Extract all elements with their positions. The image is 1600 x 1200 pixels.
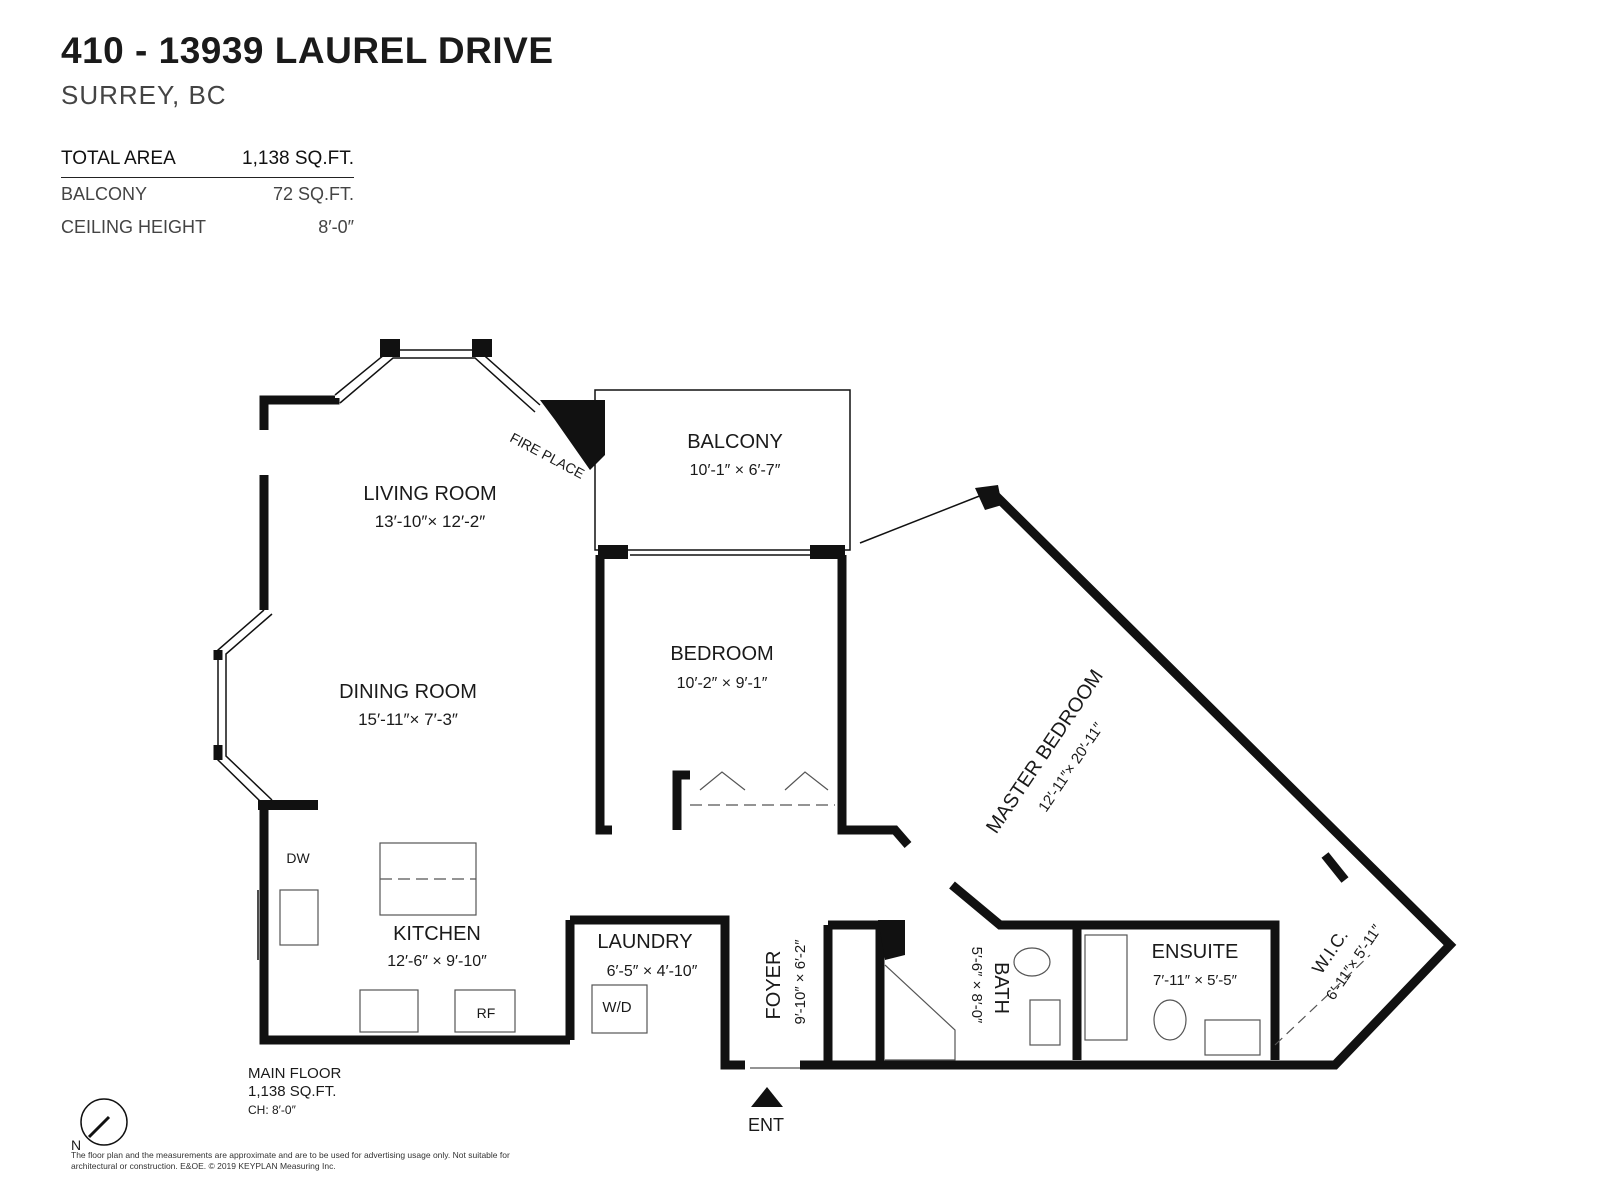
stat-value: 8′-0″ bbox=[318, 217, 354, 237]
closet-wall bbox=[672, 770, 690, 830]
compass-icon bbox=[80, 1098, 128, 1146]
washer-dryer-label: W/D bbox=[602, 999, 631, 1016]
ensuite-dims: 7′-11″ × 5′-5″ bbox=[1153, 972, 1238, 989]
fridge bbox=[454, 989, 516, 1033]
kitchen-dims: 12′-6″ × 9′-10″ bbox=[387, 953, 487, 970]
bedroom-dims: 10′-2″ × 9′-1″ bbox=[677, 675, 768, 692]
kitchen-west-wall bbox=[259, 800, 570, 1045]
sink bbox=[279, 889, 319, 946]
stat-label: TOTAL AREA bbox=[61, 147, 176, 169]
bath-name: BATH bbox=[990, 962, 1012, 1014]
closet-doors-2 bbox=[784, 771, 829, 791]
ensuite-name: ENSUITE bbox=[1152, 941, 1239, 963]
floor-summary: MAIN FLOOR 1,138 SQ.FT. CH: 8′-0″ bbox=[248, 1065, 341, 1119]
balcony-area-row: BALCONY 72 SQ.FT. bbox=[61, 178, 354, 211]
floor-name: MAIN FLOOR bbox=[248, 1065, 342, 1082]
living-west-wall bbox=[259, 395, 340, 430]
room-labels: LIVING ROOM 13′-10″× 12′-2″ DINING ROOM … bbox=[286, 429, 1386, 1024]
dining-window-west bbox=[217, 609, 265, 806]
foyer-wall bbox=[828, 920, 885, 1065]
bath-wall bbox=[949, 881, 1280, 1060]
bath-vanity bbox=[1029, 999, 1061, 1046]
ceiling-height-row: CEILING HEIGHT 8′-0″ bbox=[61, 211, 354, 244]
compass-north-label: N bbox=[71, 1137, 82, 1153]
ensuite-vanity bbox=[1204, 1019, 1261, 1056]
kitchen-name: KITCHEN bbox=[393, 923, 481, 945]
foyer-name: FOYER bbox=[763, 951, 785, 1020]
stat-label: BALCONY bbox=[61, 184, 148, 204]
living-room-name: LIVING ROOM bbox=[363, 483, 496, 505]
bath-corner bbox=[878, 920, 905, 960]
property-address: 410 - 13939 LAUREL DRIVE bbox=[61, 30, 554, 71]
laundry-dims: 6′-5″ × 4′-10″ bbox=[607, 963, 698, 980]
foyer-stairs bbox=[884, 964, 956, 1061]
balcony-name: BALCONY bbox=[687, 431, 783, 453]
floor-area: 1,138 SQ.FT. bbox=[248, 1083, 337, 1100]
dining-room-dims: 15′-11″× 7′-3″ bbox=[358, 710, 458, 729]
bathtub bbox=[1084, 934, 1128, 1041]
bath-dims: 5′-6″ × 8′-0″ bbox=[968, 947, 985, 1024]
south-wall bbox=[800, 486, 1457, 1070]
floor-ceiling: CH: 8′-0″ bbox=[248, 1103, 296, 1117]
master-window bbox=[859, 494, 983, 544]
entrance-arrow-icon bbox=[751, 1087, 783, 1107]
total-area-row: TOTAL AREA 1,138 SQ.FT. bbox=[61, 142, 354, 178]
property-city: SURREY, BC bbox=[61, 80, 227, 110]
bay-corner-2 bbox=[472, 339, 492, 357]
disclaimer: The floor plan and the measurements are … bbox=[71, 1150, 510, 1171]
living-window-nw-inner bbox=[339, 357, 536, 413]
wic-dash bbox=[1274, 954, 1371, 1046]
wic-wall bbox=[1321, 852, 1349, 883]
toilet-ensuite bbox=[1153, 999, 1187, 1041]
laundry-name: LAUNDRY bbox=[597, 931, 692, 953]
bedroom-west-wall bbox=[595, 555, 612, 835]
dining-room-name: DINING ROOM bbox=[339, 681, 477, 703]
bedroom-name: BEDROOM bbox=[670, 643, 773, 665]
walls bbox=[213, 395, 1457, 1070]
fireplace-block bbox=[540, 400, 605, 470]
bedroom-corner bbox=[598, 545, 628, 559]
master-corner bbox=[975, 485, 1002, 510]
stat-value: 1,138 SQ.FT. bbox=[242, 147, 354, 169]
entrance-label: ENT bbox=[748, 1115, 784, 1135]
bay-corner bbox=[380, 339, 400, 357]
window-walls bbox=[217, 349, 983, 960]
balcony-dims: 10′-1″ × 6′-7″ bbox=[690, 462, 781, 479]
fridge-label: RF bbox=[477, 1005, 496, 1021]
kitchen-corner bbox=[258, 800, 318, 810]
dishwasher-label: DW bbox=[286, 850, 310, 866]
foyer-dims: 9′-10″ × 6′-2″ bbox=[792, 939, 809, 1025]
stat-value: 72 SQ.FT. bbox=[272, 184, 354, 204]
living-window-nw bbox=[334, 349, 541, 406]
bedroom-east-wall bbox=[837, 555, 912, 848]
toilet-bath bbox=[1013, 947, 1051, 977]
fixtures bbox=[279, 771, 1371, 1069]
closet-doors bbox=[699, 771, 746, 791]
bedroom-corner-2 bbox=[810, 545, 845, 559]
living-room-dims: 13′-10″× 12′-2″ bbox=[375, 512, 486, 531]
stat-label: CEILING HEIGHT bbox=[61, 217, 207, 237]
balcony-outline bbox=[594, 389, 851, 551]
stove bbox=[359, 989, 419, 1033]
wall-blocks bbox=[258, 339, 1002, 960]
dining-window-west-inner bbox=[225, 613, 273, 801]
washer-dryer bbox=[591, 984, 648, 1034]
laundry-wall bbox=[570, 915, 745, 1070]
area-summary-table: TOTAL AREA 1,138 SQ.FT. BALCONY 72 SQ.FT… bbox=[61, 142, 354, 244]
